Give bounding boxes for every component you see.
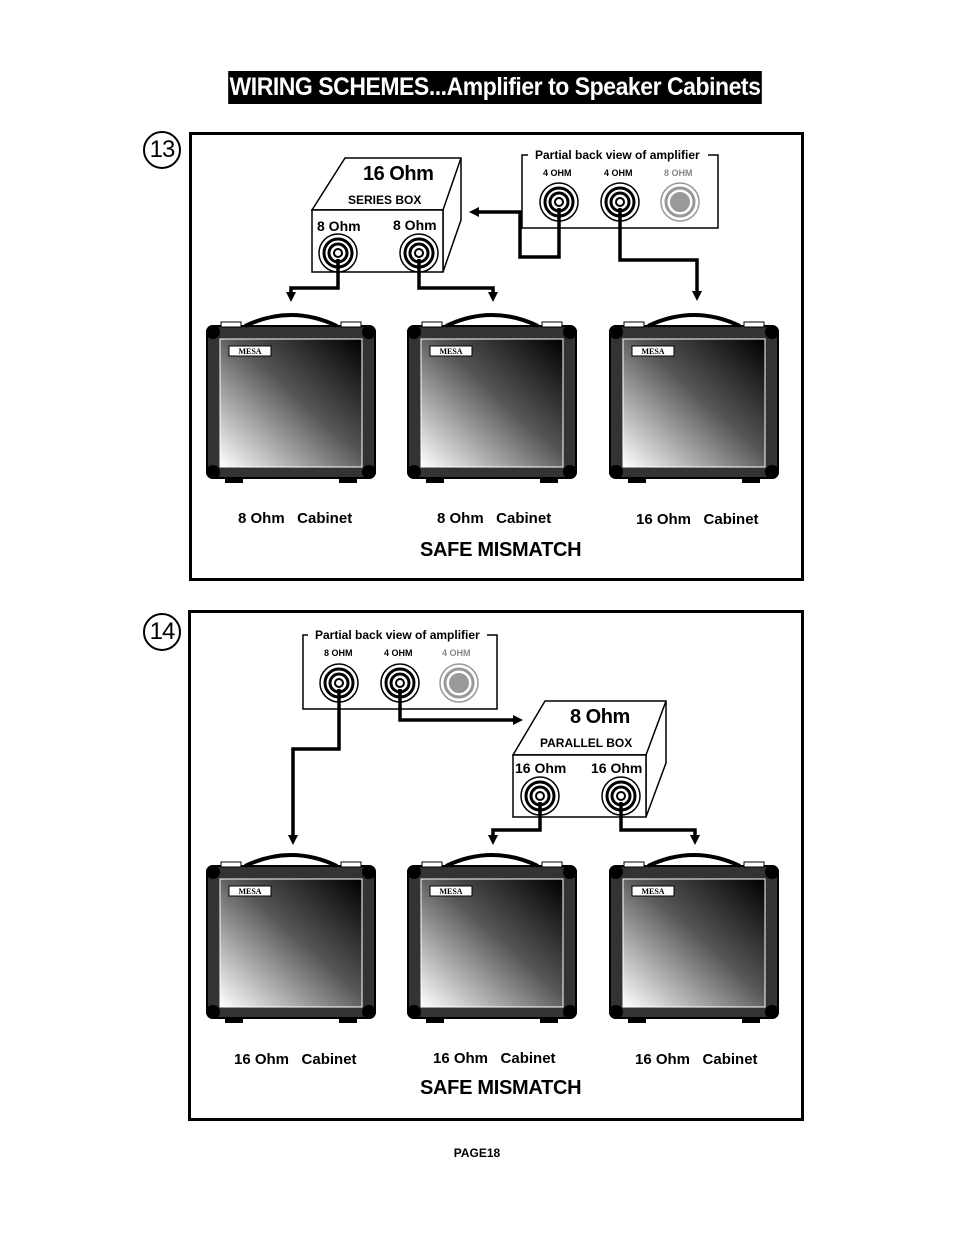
series-box-jack-label-2: 8 Ohm (393, 217, 437, 233)
amp-caption-13: Partial back view of amplifier (533, 148, 702, 162)
parallel-box-jack-label-1: 16 Ohm (515, 760, 567, 776)
cabinet-label-14-1: 16 Ohm Cabinet (234, 1051, 357, 1068)
amp-jack-label-14-1: 8 OHM (324, 648, 353, 658)
amp-jack-label-14-3: 4 OHM (442, 648, 471, 658)
parallel-box-jack-label-2: 16 Ohm (591, 760, 643, 776)
cabinet-label-13-1: 8 Ohm Cabinet (238, 510, 353, 527)
cabinet-label-14-2: 16 Ohm Cabinet (433, 1050, 556, 1067)
amp-jack-label-14-2: 4 OHM (384, 648, 413, 658)
cabinet-label-14-3: 16 Ohm Cabinet (635, 1051, 758, 1068)
amp-jack-label-13-2: 4 OHM (604, 168, 633, 178)
verdict-13: SAFE MISMATCH (420, 539, 582, 561)
verdict-14: SAFE MISMATCH (420, 1077, 582, 1099)
amp-caption-14: Partial back view of amplifier (313, 628, 482, 642)
amp-jack-label-13-1: 4 OHM (543, 168, 572, 178)
page-number: PAGE18 (453, 1146, 501, 1160)
series-box-jack-label-1: 8 Ohm (317, 218, 361, 234)
parallel-box-ohm: 8 Ohm (570, 706, 630, 728)
amp-jack-label-13-3: 8 OHM (664, 168, 693, 178)
cabinet-label-13-2: 8 Ohm Cabinet (437, 510, 552, 527)
diagram-number-14: 14 (143, 613, 181, 651)
series-box-type: SERIES BOX (348, 193, 422, 207)
diagram-number-13: 13 (143, 131, 181, 169)
page-title: WIRING SCHEMES...Amplifier to Speaker Ca… (228, 71, 762, 104)
series-box-ohm: 16 Ohm (363, 163, 434, 185)
parallel-box-type: PARALLEL BOX (540, 736, 633, 750)
cabinet-label-13-3: 16 Ohm Cabinet (636, 511, 759, 528)
